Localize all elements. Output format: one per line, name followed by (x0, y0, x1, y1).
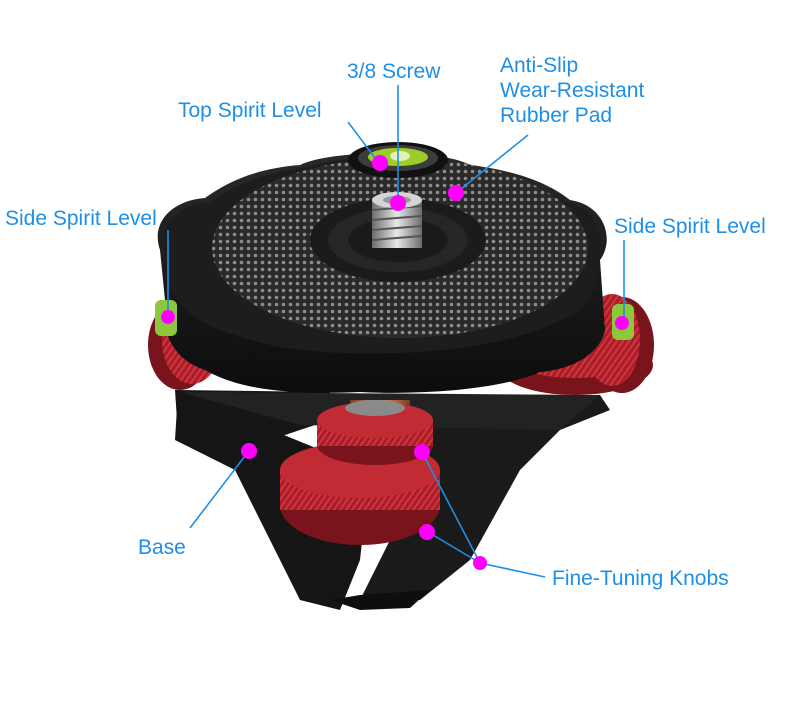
label-side-spirit-level-right: Side Spirit Level (614, 215, 766, 238)
leader-knob-upper (421, 451, 481, 564)
fine-tuning-knobs (280, 400, 440, 545)
label-top-spirit-level: Top Spirit Level (178, 99, 322, 122)
base (175, 390, 610, 610)
marker-side-right (615, 316, 629, 330)
label-rubber-pad-line1: Anti-Slip (500, 54, 579, 77)
leader-knob-lower (427, 531, 481, 564)
label-fine-tuning-knobs: Fine-Tuning Knobs (552, 567, 729, 590)
marker-knob-lower (419, 524, 435, 540)
leader-knobs-label (479, 562, 546, 578)
label-rubber-pad-line3: Rubber Pad (500, 104, 613, 127)
leader-base (189, 451, 249, 529)
marker-side-left (161, 310, 175, 324)
label-rubber-pad-line2: Wear-Resistant (500, 79, 645, 102)
label-side-spirit-level-left: Side Spirit Level (5, 207, 157, 230)
marker-knobs-junction (473, 556, 487, 570)
marker-screw (390, 195, 406, 211)
top-plate (157, 152, 607, 393)
marker-rubber-pad (448, 185, 464, 201)
leader-top-level (347, 121, 379, 163)
marker-top-level (372, 155, 388, 171)
label-rubber-pad: Anti-Slip Wear-Resistant Rubber Pad (500, 53, 700, 128)
label-screw: 3/8 Screw (347, 60, 441, 83)
screw (371, 192, 423, 248)
leader-lines (167, 85, 625, 578)
marker-base (241, 443, 257, 459)
label-base: Base (138, 536, 186, 559)
leader-rubber-pad (455, 134, 529, 194)
marker-knob-upper (414, 444, 430, 460)
marker-dots (161, 155, 629, 570)
